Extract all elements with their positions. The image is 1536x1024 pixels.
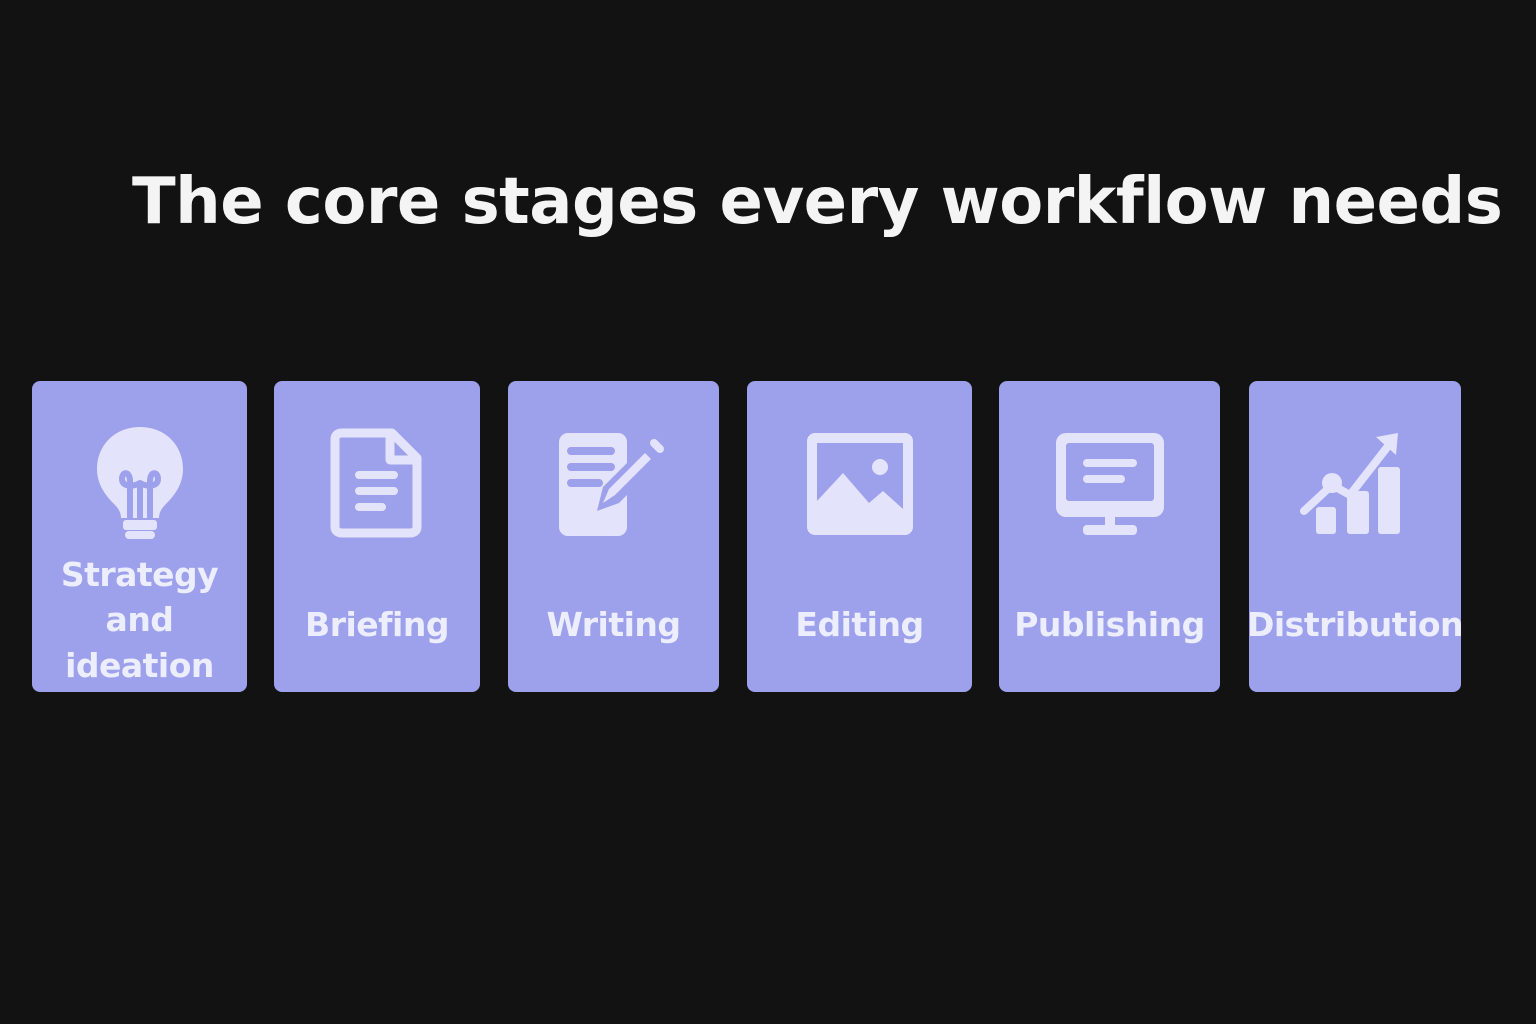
- stage-card-briefing: Briefing: [274, 381, 480, 692]
- stage-label: Editing: [795, 605, 924, 645]
- monitor-icon: [1055, 433, 1164, 535]
- document-icon: [330, 428, 422, 538]
- notepad-pencil-icon: [558, 433, 664, 536]
- growth-chart-icon: [1300, 433, 1400, 534]
- stage-card-editing: Editing: [747, 381, 972, 692]
- lightbulb-icon: [96, 427, 183, 539]
- stage-card-distribution: Distribution: [1246, 381, 1464, 692]
- stage-label: Briefing: [305, 605, 449, 645]
- stage-label: Publishing: [1014, 605, 1205, 645]
- stage-card-writing: Writing: [508, 381, 719, 692]
- stage-label: Distribution: [1246, 605, 1464, 645]
- image-icon: [806, 433, 913, 535]
- page-title: The core stages every workflow needs: [132, 165, 1503, 239]
- stage-card-strategy: Strategy and ideation: [32, 381, 247, 692]
- stage-label: Writing: [546, 605, 681, 645]
- stage-label: Strategy and ideation: [60, 554, 219, 685]
- stage-card-publishing: Publishing: [999, 381, 1220, 692]
